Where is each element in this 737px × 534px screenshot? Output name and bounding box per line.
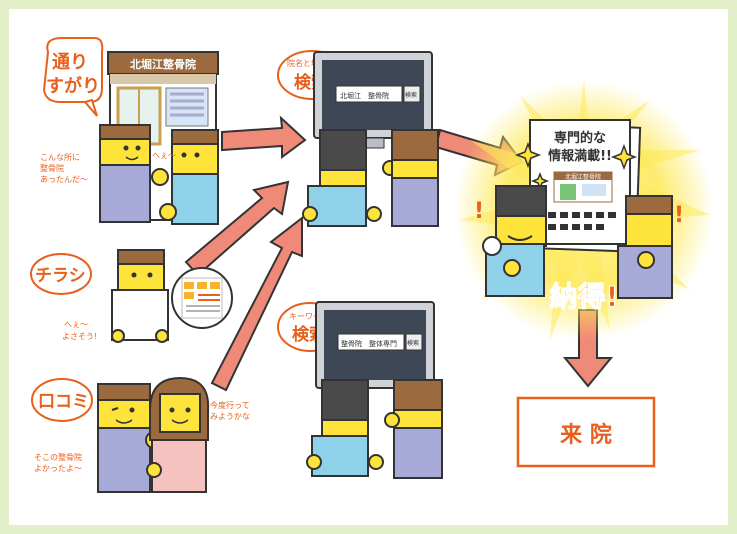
wom-speech-right-1: 今度行って bbox=[210, 400, 250, 410]
convinced-label: 納得! bbox=[550, 280, 619, 313]
monitor-area-search: 北堀江 整骨院 検索 bbox=[313, 51, 433, 149]
flyer-bubble: チラシ bbox=[30, 253, 92, 295]
wom-bubble: 口コミ bbox=[31, 378, 93, 422]
searcher-1-right bbox=[391, 129, 439, 227]
arrow-walkby-to-search bbox=[221, 115, 307, 159]
search-button-1: 検索 bbox=[405, 91, 417, 99]
monitor-keyword-search: 整骨院 整体専門 検索 bbox=[315, 301, 435, 389]
convinced-person-left: ! bbox=[474, 185, 547, 297]
wom-speech-left-2: よかったよ〜 bbox=[34, 464, 82, 473]
walkby-speech-left-2: 整骨院 bbox=[40, 163, 64, 173]
website-card: 専門的な 情報満載!! 北堀江整骨院 bbox=[529, 119, 642, 253]
walkby-speech-left-1: こんな所に bbox=[40, 152, 80, 162]
search-button-2: 検索 bbox=[407, 339, 419, 347]
flyer-speech-2: よさそう! bbox=[62, 332, 97, 341]
walkby-person-left bbox=[99, 124, 169, 223]
walkby-person-right bbox=[159, 129, 219, 225]
searcher-1-left bbox=[302, 129, 398, 227]
walkby-bubble: 通り すがり bbox=[42, 37, 104, 117]
site-card-line2: 情報満載!! bbox=[548, 148, 612, 164]
flyer-label: チラシ bbox=[35, 266, 86, 286]
visit-box: 来 院 bbox=[516, 396, 656, 468]
walkby-label-line1: 通り bbox=[52, 52, 88, 73]
convinced-person-right: ! bbox=[617, 195, 684, 299]
storefront-sign: 北堀江整骨院 bbox=[130, 57, 196, 71]
searcher-2-right bbox=[384, 379, 443, 479]
flyer-person bbox=[111, 249, 169, 343]
exclaim-left-icon: ! bbox=[474, 199, 484, 224]
searcher-2-left bbox=[306, 379, 384, 477]
visit-label: 来 院 bbox=[559, 422, 612, 448]
wom-person-right bbox=[146, 376, 210, 493]
flyer-zoom-bubble bbox=[171, 267, 233, 329]
site-card-line1: 専門的な bbox=[554, 130, 606, 146]
search-area-caption: 院名と地域で bbox=[287, 58, 335, 68]
arrow-wom-to-search bbox=[210, 215, 303, 392]
search-query-1: 北堀江 整骨院 bbox=[340, 91, 389, 100]
exclaim-right-icon: ! bbox=[674, 203, 684, 228]
wom-speech-left-1: そこの整骨院 bbox=[34, 452, 82, 462]
walkby-speech-left-3: あったんだ〜 bbox=[40, 175, 88, 184]
walkby-speech-right: へぇ〜 bbox=[152, 151, 176, 160]
site-header-text: 北堀江整骨院 bbox=[565, 173, 601, 181]
wom-speech-right-2: みようかな bbox=[210, 412, 250, 421]
walkby-label-line2: すがり bbox=[46, 75, 100, 97]
search-keyword-caption: キーワード bbox=[289, 312, 329, 321]
wom-label: 口コミ bbox=[38, 392, 89, 412]
arrow-flyer-to-search bbox=[184, 180, 290, 277]
flyer-speech-1: へぇ〜 bbox=[64, 320, 88, 329]
wom-person-left bbox=[97, 383, 163, 493]
search-query-2: 整骨院 整体専門 bbox=[341, 339, 397, 348]
